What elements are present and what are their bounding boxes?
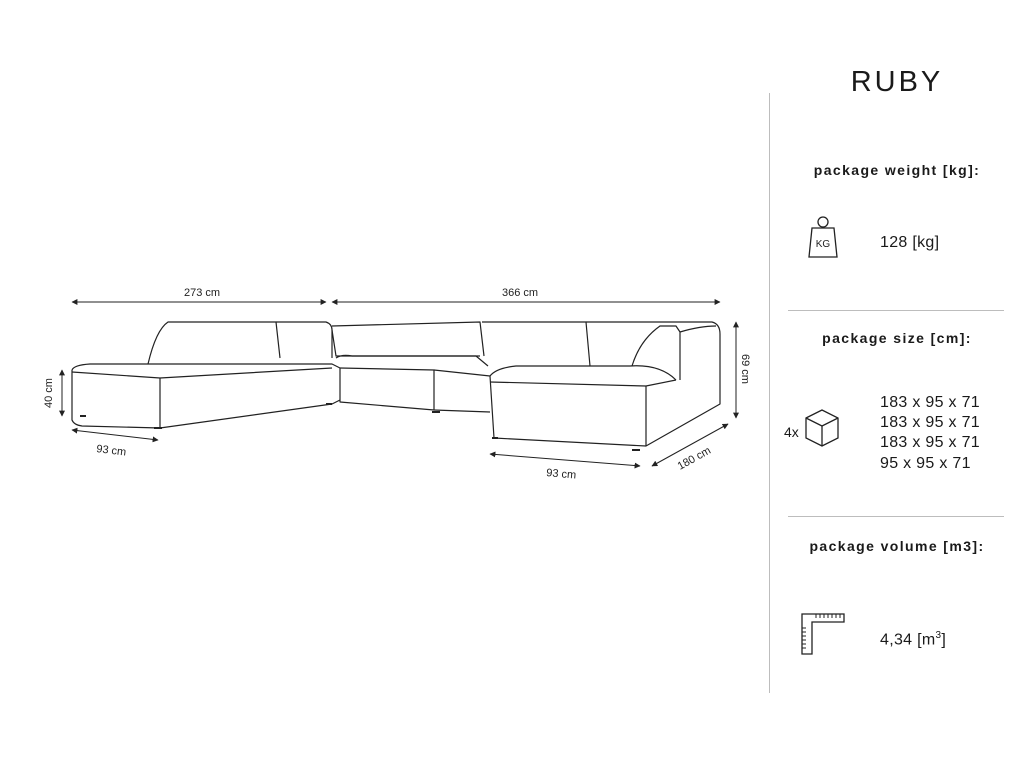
dim-line-chaise-width	[489, 451, 641, 469]
sofa-dimension-drawing: 273 cm 366 cm 40 cm 69 cm 93 cm 93 cm 18…	[43, 287, 751, 482]
dim-line-right-depth	[651, 423, 729, 467]
weight-icon: KG	[806, 214, 840, 260]
box-icon	[802, 406, 842, 450]
spec-panel: RUBY package weight [kg]: KG 128 [kg] pa…	[770, 0, 1024, 768]
product-name: RUBY	[850, 66, 944, 98]
sofa-outline	[71, 321, 721, 447]
section-divider	[788, 310, 1004, 311]
dim-label-total-height: 69 cm	[739, 354, 751, 384]
weight-title: package weight [kg]:	[813, 162, 981, 178]
weight-icon-label: KG	[816, 239, 831, 250]
size-row: 183 x 95 x 71	[880, 434, 980, 451]
vertical-divider	[769, 93, 770, 693]
dim-line-left-depth	[71, 427, 159, 443]
package-quantity: 4x	[784, 424, 799, 440]
dim-label-chaise-width: 93 cm	[546, 467, 577, 482]
volume-value: 4,34 [m3]	[880, 630, 947, 649]
size-row: 183 x 95 x 71	[880, 394, 980, 411]
dim-label-seat-height: 40 cm	[43, 378, 55, 408]
size-title: package size [cm]:	[822, 330, 972, 346]
size-row: 183 x 95 x 71	[880, 414, 980, 431]
section-divider	[788, 516, 1004, 517]
dim-label-right-depth: 180 cm	[676, 445, 713, 473]
ruler-square-icon	[800, 612, 846, 656]
size-row: 95 x 95 x 71	[880, 455, 971, 472]
dim-label-right-width: 366 cm	[502, 287, 538, 299]
sofa-feet	[80, 403, 640, 451]
volume-title: package volume [m3]:	[809, 538, 985, 554]
dim-label-left-width: 273 cm	[184, 287, 220, 299]
weight-value: 128 [kg]	[880, 234, 940, 251]
dim-label-left-depth: 93 cm	[96, 443, 127, 459]
